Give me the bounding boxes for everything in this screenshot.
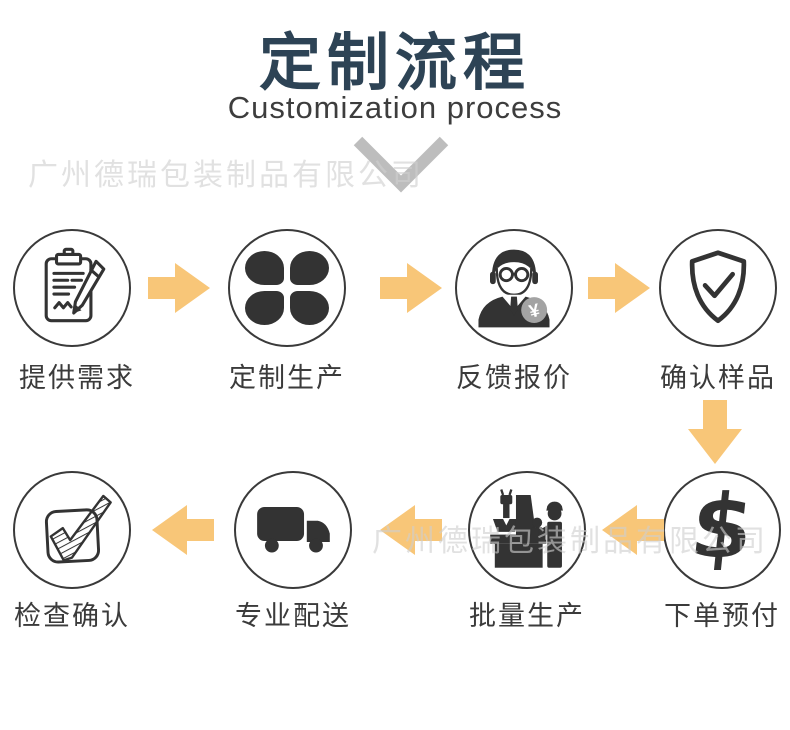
factory-icon bbox=[490, 489, 563, 568]
step-label: 下单预付 bbox=[664, 601, 780, 631]
step-inspection-confirm bbox=[13, 471, 131, 589]
step-professional-delivery bbox=[234, 471, 352, 589]
clover-icon bbox=[245, 251, 329, 325]
flow-arrow-right-icon bbox=[148, 263, 210, 313]
page-title: 定制流程 bbox=[258, 29, 531, 98]
step-label: 提供需求 bbox=[19, 363, 135, 393]
step-label: 检查确认 bbox=[14, 601, 130, 631]
step-feedback-quote: ¥ bbox=[455, 229, 573, 347]
step-label: 反馈报价 bbox=[456, 363, 572, 393]
step-label: 专业配送 bbox=[235, 601, 351, 631]
flow-arrow-right-icon bbox=[380, 263, 442, 313]
dollar-icon: $ bbox=[686, 475, 759, 578]
flow-arrow-left-icon bbox=[380, 505, 442, 555]
checkbox-check-icon bbox=[44, 494, 112, 564]
clipboard-pen-icon bbox=[44, 247, 106, 323]
step-label: 批量生产 bbox=[469, 601, 585, 631]
flow-arrow-left-icon bbox=[152, 505, 214, 555]
step-order-prepay: $ bbox=[663, 471, 781, 589]
flow-arrow-right-icon bbox=[588, 263, 650, 313]
step-label: 确认样品 bbox=[660, 363, 776, 393]
step-label: 定制生产 bbox=[229, 363, 345, 393]
flow-arrow-left-icon bbox=[602, 505, 664, 555]
step-batch-production bbox=[468, 471, 586, 589]
businessman-quote-icon: ¥ bbox=[478, 249, 550, 328]
shield-check-icon bbox=[689, 250, 747, 324]
truck-icon bbox=[257, 507, 330, 553]
chevron-down-icon bbox=[353, 136, 449, 193]
flow-arrow-down-icon bbox=[688, 400, 742, 464]
page-subtitle: Customization process bbox=[227, 90, 563, 125]
step-provide-requirements bbox=[13, 229, 131, 347]
step-confirm-sample bbox=[659, 229, 777, 347]
step-custom-production bbox=[228, 229, 346, 347]
